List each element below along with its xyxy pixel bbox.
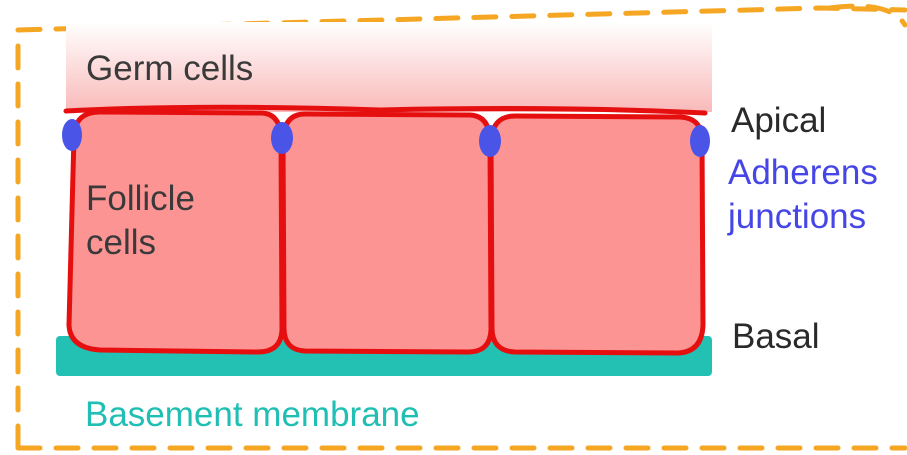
follicle-cells-label: Follicle cells [86,177,195,265]
germ-cells-label: Germ cells [86,49,254,88]
germ-cell-layer [66,22,712,112]
follicle-cell-2 [280,111,494,355]
adherens-junctions-label: Adherens junctions [728,151,878,239]
adherens-junctions-label-line1: Adherens [728,153,878,192]
follicle-cells-label-line1: Follicle [86,179,195,218]
adherens-junction-4 [690,125,710,157]
basement-membrane-label: Basement membrane [85,395,420,434]
follicle-cells-label-line2: cells [86,223,157,262]
follicle-cell-3 [488,113,706,356]
apical-surface-line [63,104,708,116]
basal-label: Basal [732,317,820,356]
adherens-junction-2 [271,122,293,154]
dashed-frame [15,3,907,451]
adherens-junction-3 [479,125,501,157]
adherens-junction-1 [62,119,82,151]
apical-label: Apical [731,101,827,140]
adherens-junctions-label-line2: junctions [728,197,867,236]
